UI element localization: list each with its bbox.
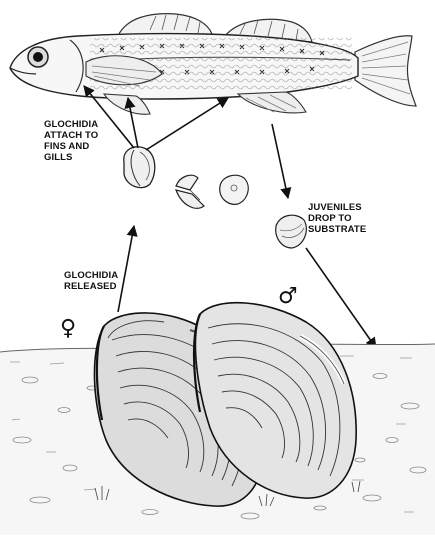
label-line: SUBSTRATE [308, 224, 366, 235]
label-line: JUVENILES [308, 202, 366, 213]
label-line: DROP TO [308, 213, 366, 224]
label-glochidia-attach: GLOCHIDIA ATTACH TO FINS AND GILLS [44, 119, 98, 163]
label-line: RELEASED [64, 281, 118, 292]
label-line: FINS AND [44, 141, 98, 152]
female-symbol: ♀ [60, 318, 76, 340]
label-line: ATTACH TO [44, 130, 98, 141]
glochidium-larva-open [176, 175, 204, 208]
fish-illustration [10, 14, 416, 115]
male-symbol: ♂ [278, 286, 298, 308]
label-juveniles-drop: JUVENILES DROP TO SUBSTRATE [308, 202, 366, 235]
label-glochidia-released: GLOCHIDIA RELEASED [64, 270, 118, 292]
label-line: GLOCHIDIA [64, 270, 118, 281]
juvenile-mussel [276, 215, 307, 248]
label-line: GLOCHIDIA [44, 119, 98, 130]
label-line: GILLS [44, 152, 98, 163]
glochidium-larva [124, 147, 155, 188]
glochidium-larva-closed [220, 175, 249, 204]
